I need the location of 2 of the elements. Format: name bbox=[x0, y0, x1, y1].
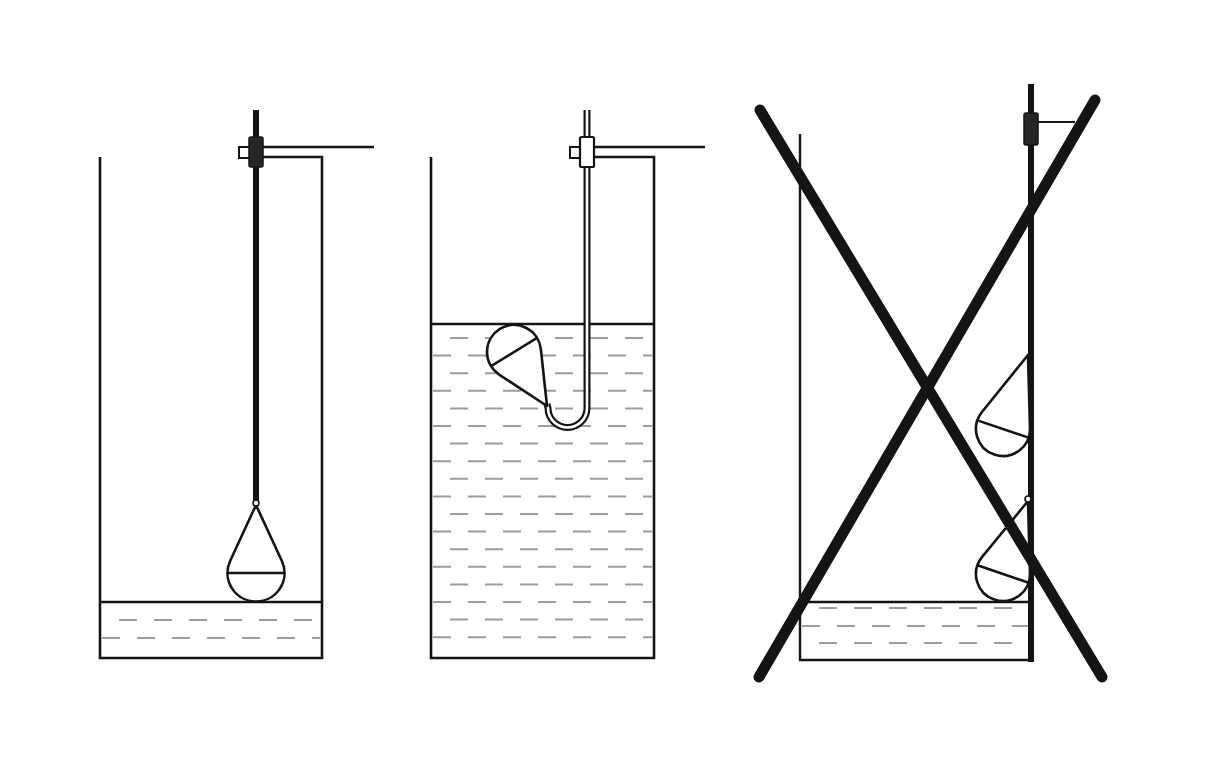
float-switch-tank-low-water-drawing bbox=[97, 107, 377, 661]
float-switch-tank-full-water-drawing bbox=[428, 107, 708, 661]
